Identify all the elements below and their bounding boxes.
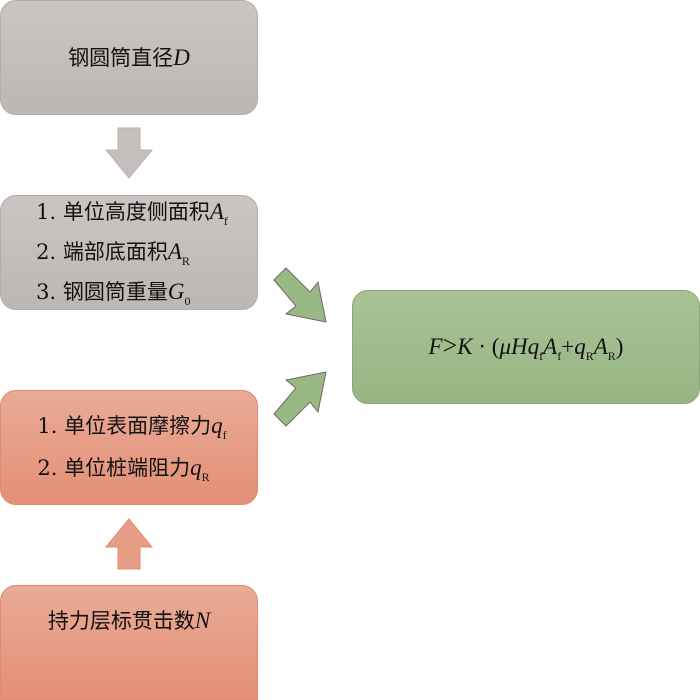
item-label: 端部底面积 xyxy=(62,240,168,264)
item-subscript: f xyxy=(223,214,228,228)
formula-a1: A xyxy=(543,333,558,359)
formula-gt: > xyxy=(442,330,458,360)
node-blowcount-label-wrap: 持力层标贯击数N xyxy=(48,609,210,632)
formula-q1-sub: f xyxy=(539,348,544,363)
item-label: 单位高度侧面积 xyxy=(62,200,210,224)
item-subscript: 0 xyxy=(184,294,191,308)
node-diameter: 钢圆筒直径D xyxy=(0,0,258,115)
formula-q2-sub: R xyxy=(585,348,594,363)
arrow-up-icon xyxy=(104,518,154,570)
formula-a1-sub: f xyxy=(557,348,562,363)
item-number: 1. xyxy=(36,200,57,224)
geometry-item: 2. 端部底面积AR xyxy=(36,236,190,269)
formula-plus: + xyxy=(561,333,575,359)
item-variable: q xyxy=(190,455,202,480)
item-subscript: f xyxy=(222,428,227,442)
resistance-list: 1. 单位表面摩擦力qf 2. 单位桩端阻力qR xyxy=(31,410,226,485)
item-variable: A xyxy=(167,239,182,264)
node-resistance: 1. 单位表面摩擦力qf 2. 单位桩端阻力qR xyxy=(0,390,258,505)
item-subscript: R xyxy=(181,254,190,268)
item-number: 2. xyxy=(37,456,58,480)
item-variable: A xyxy=(209,199,224,224)
item-label: 单位桩端阻力 xyxy=(64,456,191,480)
geometry-item: 3. 钢圆筒重量G0 xyxy=(36,276,190,309)
node-geometry: 1. 单位高度侧面积Af 2. 端部底面积AR 3. 钢圆筒重量G0 xyxy=(0,195,258,310)
resistance-item: 2. 单位桩端阻力qR xyxy=(37,452,209,485)
resistance-item: 1. 单位表面摩擦力qf xyxy=(37,410,226,443)
formula-mu: μ xyxy=(499,333,512,359)
item-number: 2. xyxy=(36,240,57,264)
node-diameter-text: 钢圆筒直径D xyxy=(68,46,190,69)
node-blowcount-content: 持力层标贯击数N xyxy=(0,585,258,636)
formula-expression: F>K · (μHqfAf+qRAR) xyxy=(429,331,624,364)
item-label: 钢圆筒重量 xyxy=(62,280,168,304)
geometry-list: 1. 单位高度侧面积Af 2. 端部底面积AR 3. 钢圆筒重量G0 xyxy=(30,196,228,309)
geometry-item: 1. 单位高度侧面积Af xyxy=(36,196,228,229)
arrow-up-right-icon xyxy=(273,371,327,427)
formula-dot: · xyxy=(478,333,487,359)
variable-d: D xyxy=(173,45,190,70)
formula-q1: q xyxy=(527,333,540,359)
node-formula: F>K · (μHqfAf+qRAR) xyxy=(352,290,700,404)
variable-n: N xyxy=(194,608,211,633)
arrow-down-icon xyxy=(104,127,154,179)
formula-open-paren: ( xyxy=(491,333,500,359)
formula-a2-sub: R xyxy=(607,348,616,363)
formula-k: K xyxy=(457,333,473,359)
formula-h: H xyxy=(511,333,528,359)
node-blowcount-label: 持力层标贯击数 xyxy=(47,609,195,633)
item-variable: G xyxy=(167,279,185,304)
item-label: 单位表面摩擦力 xyxy=(64,414,212,438)
item-subscript: R xyxy=(201,470,210,484)
formula-f: F xyxy=(428,333,443,359)
item-number: 1. xyxy=(37,414,58,438)
formula-a2: A xyxy=(593,333,608,359)
formula-close-paren: ) xyxy=(615,333,624,359)
formula-q2: q xyxy=(574,333,586,359)
node-diameter-label: 钢圆筒直径 xyxy=(68,46,174,70)
item-number: 3. xyxy=(36,280,57,304)
item-variable: q xyxy=(211,413,223,438)
arrow-down-right-icon xyxy=(273,267,327,323)
